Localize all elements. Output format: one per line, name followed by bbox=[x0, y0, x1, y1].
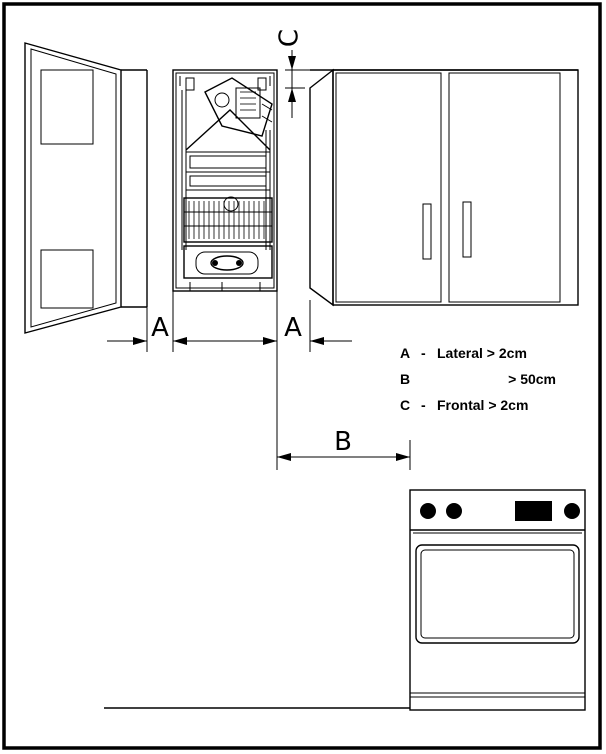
stove-display bbox=[515, 501, 552, 521]
legend-c-key: C bbox=[400, 397, 410, 413]
legend: A - Lateral > 2cm B > 50cm C - Frontal >… bbox=[400, 345, 556, 413]
door-panel-upper bbox=[40, 69, 94, 145]
dimension-c bbox=[285, 50, 310, 118]
door-panel-lower bbox=[40, 249, 94, 309]
dimension-c-label: C bbox=[275, 29, 305, 47]
legend-a-text: Lateral > 2cm bbox=[437, 345, 527, 361]
boiler-control-panel bbox=[183, 245, 273, 291]
legend-c-sep: - bbox=[421, 397, 426, 413]
dimension-a-left-label: A bbox=[151, 313, 169, 343]
cabinet-handle-left bbox=[422, 203, 432, 260]
legend-b-text: > 50cm bbox=[508, 371, 556, 387]
stove-knob-2 bbox=[446, 503, 462, 519]
boiler-burner bbox=[183, 196, 273, 243]
dimension-a-right-label: A bbox=[284, 313, 302, 343]
oven-door bbox=[415, 544, 580, 644]
legend-a-key: A bbox=[400, 345, 410, 361]
legend-a-sep: - bbox=[421, 345, 426, 361]
dimension-a-left bbox=[107, 291, 277, 352]
legend-c-text: Frontal > 2cm bbox=[437, 397, 528, 413]
cabinet-handle-right bbox=[462, 201, 472, 258]
dimension-a-right bbox=[276, 291, 352, 470]
legend-b-key: B bbox=[400, 371, 410, 387]
stove-knob-1 bbox=[420, 503, 436, 519]
dimension-b-label: B bbox=[334, 427, 352, 457]
left-cabinet-door bbox=[24, 42, 148, 334]
dimension-b bbox=[277, 440, 411, 470]
right-wall-cabinet bbox=[309, 68, 579, 307]
stove-knob-3 bbox=[564, 503, 580, 519]
boiler-fan bbox=[204, 77, 273, 137]
boiler-unit bbox=[172, 69, 278, 292]
stove bbox=[409, 489, 586, 711]
